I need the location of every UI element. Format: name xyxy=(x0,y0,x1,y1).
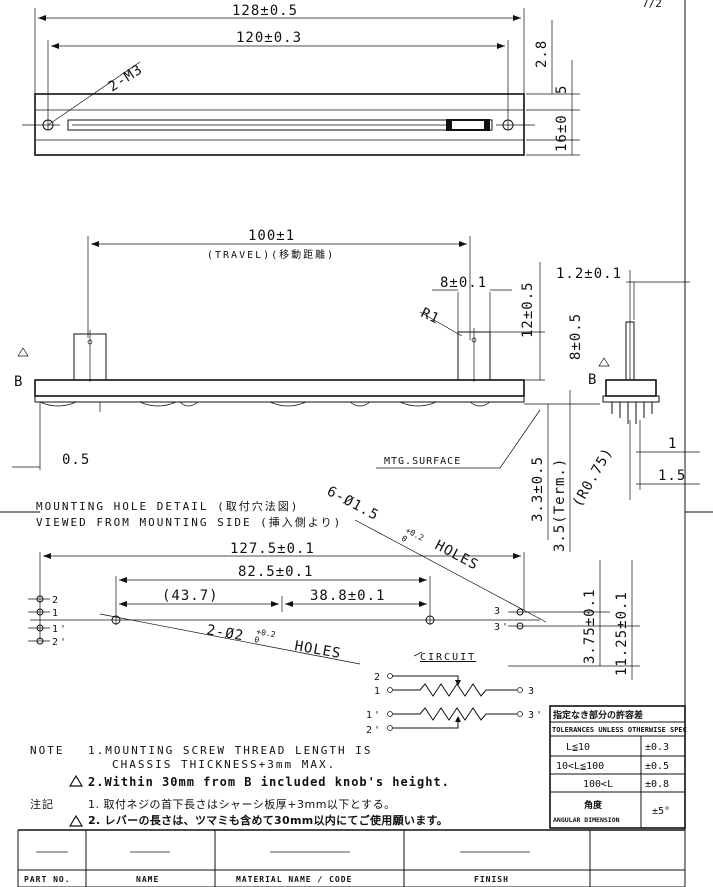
tol-header-en: TOLERANCES UNLESS OTHERWISE SPEC xyxy=(552,726,687,734)
dim-end-15: 1.5 xyxy=(658,468,686,484)
mount-detail-title: MOUNTING HOLE DETAIL (取付穴法図) xyxy=(36,499,299,513)
title-block: PART NO. NAME MATERIAL NAME / CODE FINIS… xyxy=(17,829,685,887)
dim-knob-height-2: 8±0.5 xyxy=(568,313,584,360)
tb-name: NAME xyxy=(136,875,159,884)
end-view: 1.2±0.1 1 1.5 xyxy=(556,266,700,500)
note-jp-2: 2. レバーの長さは、ツマミも含めて30mm以内にてご使用願います。 xyxy=(88,813,448,827)
tol-val-1: ±0.3 xyxy=(645,742,669,753)
circuit-pin-2p: 2' xyxy=(366,725,382,736)
side-body xyxy=(34,379,525,397)
dim-11-25: 11.25±0.1 xyxy=(614,591,630,676)
tolerance-table: 指定なき部分の許容差 TOLERANCES UNLESS OTHERWISE S… xyxy=(549,705,687,829)
pin-right-3: 3 xyxy=(494,606,502,617)
holes6-word: HOLES xyxy=(432,537,481,573)
pin-left-2p: 2' xyxy=(52,637,68,648)
note-jp-1: 1. 取付ネジの首下長さはシャーシ板厚+3mm以下とする。 xyxy=(88,797,396,811)
note-1b: CHASSIS THICKNESS+3mm MAX. xyxy=(112,758,336,771)
circuit-pin-3p: 3' xyxy=(528,710,544,721)
corner-mark: 7/2 xyxy=(642,0,662,10)
dim-knob-width: 8±0.1 xyxy=(440,275,487,291)
tb-finish: FINISH xyxy=(474,875,509,884)
tb-part-no: PART NO. xyxy=(24,875,71,884)
tol-angle-en: ANGULAR DIMENSION xyxy=(553,816,620,824)
dim-term-a: 3.3±0.5 xyxy=(530,456,546,522)
dim-mount-length: 120±0.3 xyxy=(236,30,302,46)
tol-header-jp: 指定なき部分の許容差 xyxy=(553,709,643,721)
pin-left-1: 1 xyxy=(52,608,60,619)
tol-range-3: 100<L xyxy=(583,779,613,790)
note-label: NOTE xyxy=(30,744,65,757)
mtg-surface-label: MTG.SURFACE xyxy=(384,456,461,467)
dim-r075: (R0.75) xyxy=(570,445,617,510)
circuit-pin-1: 1 xyxy=(374,686,382,697)
holes2-tol-top: +0.2 xyxy=(256,627,277,639)
dim-right-16: 16±0 xyxy=(554,114,570,152)
holes2-tol-bot: 0 xyxy=(254,635,260,645)
tol-range-1: L≦10 xyxy=(566,742,590,753)
pin-left-2: 2 xyxy=(52,595,60,606)
dim-end-width: 1.2±0.1 xyxy=(556,266,622,282)
dim-127-5: 127.5±0.1 xyxy=(230,541,315,557)
pin-right-3p: 3' xyxy=(494,622,510,633)
radius-label: R1 xyxy=(418,305,442,327)
slot xyxy=(67,119,493,131)
tol-val-2: ±0.5 xyxy=(645,761,669,772)
dim-left-offset: 0.5 xyxy=(62,452,90,468)
dim-overall-length: 128±0.5 xyxy=(232,3,298,19)
note-2: 2.Within 30mm from B included knob's hei… xyxy=(88,775,450,789)
dim-knob-height: 12±0.5 xyxy=(520,281,536,338)
circuit-pin-1p: 1' xyxy=(366,710,382,721)
tol-range-2: 10<L≦100 xyxy=(556,761,604,772)
end-body xyxy=(605,379,657,397)
tol-angle-jp: 角度 xyxy=(584,799,603,811)
holes2-label: 2-Ø2 xyxy=(205,622,245,644)
top-view: 128±0.5 120±0.3 2-M3 2.8 5 16±0 xyxy=(22,3,580,156)
notes: NOTE 1.MOUNTING SCREW THREAD LENGTH IS C… xyxy=(30,744,450,827)
tol-val-3: ±0.8 xyxy=(645,779,669,790)
hole-label-m3: 2-M3 xyxy=(105,61,145,95)
dim-right-5: 5 xyxy=(554,85,570,94)
circuit-pin-2: 2 xyxy=(374,672,382,683)
dim-38-8: 38.8±0.1 xyxy=(310,588,385,604)
ref-b-left: B xyxy=(14,374,23,390)
note-1: 1.MOUNTING SCREW THREAD LENGTH IS xyxy=(88,744,373,757)
dim-right-2-8: 2.8 xyxy=(534,40,550,68)
dim-travel: 100±1 xyxy=(248,228,295,244)
circuit-title: CIRCUIT xyxy=(420,652,476,663)
dim-43-7: (43.7) xyxy=(162,588,219,604)
dim-82-5: 82.5±0.1 xyxy=(238,564,313,580)
circuit-diagram: CIRCUIT 2 1 1' 2' 3 3' xyxy=(366,651,544,736)
mount-hole-a xyxy=(111,615,121,625)
dim-term-b: 3.5(Term.) xyxy=(552,458,568,552)
holes2-word: HOLES xyxy=(293,638,342,662)
pin-left-1p: 1' xyxy=(52,624,68,635)
dim-3-75: 3.75±0.1 xyxy=(582,589,598,664)
holes6-tol-bot: 0 xyxy=(400,534,409,544)
travel-label: (TRAVEL)(移動距離) xyxy=(207,248,335,261)
tol-angle-val: ±5° xyxy=(652,806,670,817)
body-outline xyxy=(34,93,525,156)
circuit-pin-3: 3 xyxy=(528,686,536,697)
note-jp-label: 注記 xyxy=(30,797,54,811)
dim-end-1: 1 xyxy=(668,436,677,452)
ref-b-right: B xyxy=(588,372,597,388)
tb-material: MATERIAL NAME / CODE xyxy=(236,875,352,884)
mount-hole-b xyxy=(425,615,435,625)
mount-detail-subtitle: VIEWED FROM MOUNTING SIDE (挿入側より) xyxy=(36,515,342,529)
